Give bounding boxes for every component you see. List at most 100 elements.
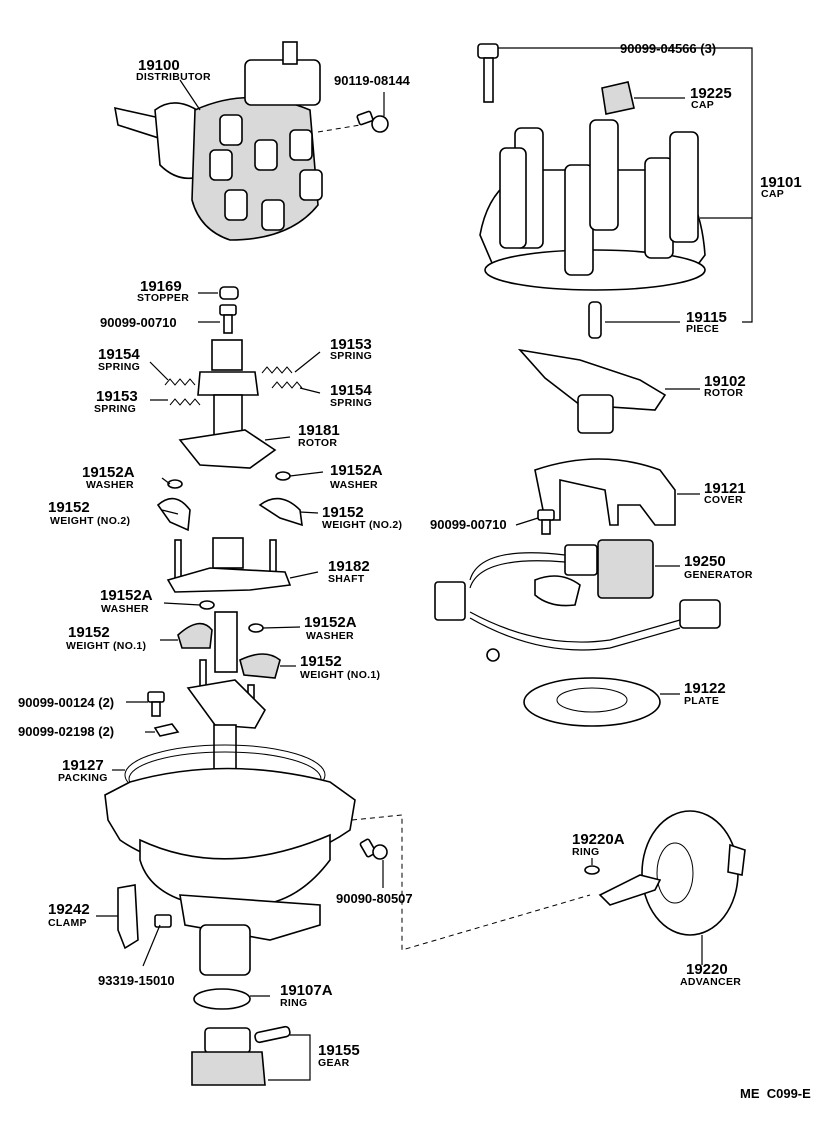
svg-text:19181: 19181 xyxy=(298,422,340,439)
spring-19154-right-drawing xyxy=(271,381,303,389)
screw-90090-80507-drawing xyxy=(359,838,388,860)
weight-no2-right-drawing xyxy=(258,497,303,527)
svg-text:WASHER: WASHER xyxy=(86,479,134,491)
plate-19122-drawing xyxy=(523,677,661,727)
svg-text:19115: 19115 xyxy=(686,309,727,326)
svg-text:WEIGHT (NO.2): WEIGHT (NO.2) xyxy=(322,519,402,531)
svg-text:19152A: 19152A xyxy=(100,587,153,604)
svg-text:19102: 19102 xyxy=(704,373,746,390)
washer-19152A-r3-drawing xyxy=(248,623,264,633)
leader-lines xyxy=(96,47,753,1081)
label-19152A-r3: 19152A WASHER xyxy=(304,614,357,642)
label-19152-r2: 19152 WEIGHT (NO.2) xyxy=(322,504,402,531)
ring-19107A-drawing xyxy=(193,988,251,1010)
label-19101: 19101 CAP xyxy=(760,174,802,200)
label-90119-08144: 90119-08144 xyxy=(334,73,411,88)
svg-text:19152: 19152 xyxy=(300,653,342,670)
label-19155: 19155 GEAR xyxy=(318,1042,360,1069)
label-19152-r1: 19152 WEIGHT (NO.1) xyxy=(300,653,380,681)
spring-19153-right-drawing xyxy=(261,366,293,374)
weight-no1-left-drawing xyxy=(177,622,213,649)
label-19152A-l1: 19152A WASHER xyxy=(82,464,135,491)
gear-19155-drawing xyxy=(191,1025,291,1086)
washer-19152A-l3-drawing xyxy=(199,600,215,610)
svg-text:19122: 19122 xyxy=(684,680,726,697)
stopper-19169-drawing xyxy=(219,286,239,300)
part-labels: 19100 DISTRIBUTOR 90119-08144 90099-0456… xyxy=(18,41,811,1101)
svg-text:19220: 19220 xyxy=(686,961,728,978)
rotor-19102-drawing xyxy=(517,348,667,434)
svg-text:COVER: COVER xyxy=(704,494,743,506)
svg-text:19169: 19169 xyxy=(140,278,182,295)
washer-19152A-l1-drawing xyxy=(167,479,183,489)
svg-text:ROTOR: ROTOR xyxy=(298,437,337,449)
svg-text:RING: RING xyxy=(280,997,307,1009)
label-19225: 19225 CAP xyxy=(690,85,732,111)
washer-19152A-r1-drawing xyxy=(275,471,291,481)
svg-text:19152: 19152 xyxy=(322,504,364,521)
svg-text:19101: 19101 xyxy=(760,174,802,191)
svg-text:SPRING: SPRING xyxy=(330,397,372,409)
label-19102: 19102 ROTOR xyxy=(704,373,746,399)
svg-text:CAP: CAP xyxy=(761,188,784,200)
label-90099-00710a: 90099-00710 xyxy=(100,315,177,330)
distributor-cap-19101-drawing xyxy=(479,119,706,291)
screw-90099-00124-drawing xyxy=(147,691,165,717)
svg-text:RING: RING xyxy=(572,846,599,858)
label-19100: 19100 DISTRIBUTOR xyxy=(136,57,211,83)
label-19122: 19122 PLATE xyxy=(684,680,726,707)
label-19220A: 19220A RING xyxy=(572,831,625,858)
label-19153-right: 19153 SPRING xyxy=(330,336,372,362)
label-93319-15010: 93319-15010 xyxy=(98,973,175,988)
svg-text:19100: 19100 xyxy=(138,57,180,74)
svg-text:WEIGHT (NO.1): WEIGHT (NO.1) xyxy=(66,640,146,652)
advancer-19220-drawing xyxy=(584,810,746,936)
weight-no1-right-drawing xyxy=(239,653,281,679)
svg-text:19153: 19153 xyxy=(96,388,138,405)
washer-90099-02198-drawing xyxy=(153,723,180,737)
svg-text:SPRING: SPRING xyxy=(98,361,140,373)
bolt-93319-15010-drawing xyxy=(154,914,172,928)
svg-text:ROTOR: ROTOR xyxy=(704,387,743,399)
svg-text:19152: 19152 xyxy=(48,499,90,516)
bolt-90099-00710-drawing xyxy=(219,304,237,334)
cap-19225-drawing xyxy=(601,81,635,115)
svg-text:PIECE: PIECE xyxy=(686,323,719,335)
svg-text:19127: 19127 xyxy=(62,757,104,774)
svg-text:ADVANCER: ADVANCER xyxy=(680,976,741,988)
label-19154-right: 19154 SPRING xyxy=(330,382,372,409)
svg-text:19152A: 19152A xyxy=(82,464,135,481)
svg-text:WEIGHT (NO.1): WEIGHT (NO.1) xyxy=(300,669,380,681)
housing-drawing xyxy=(104,744,356,976)
label-19169: 19169 STOPPER xyxy=(137,278,189,304)
rotor-assembly-19181-drawing xyxy=(178,339,277,469)
footer-code: ME C099-E xyxy=(740,1086,811,1101)
svg-text:SHAFT: SHAFT xyxy=(328,573,365,585)
label-19152-l2: 19152 WEIGHT (NO.2) xyxy=(48,499,130,527)
generator-19250-drawing xyxy=(434,539,721,662)
clamp-19242-drawing xyxy=(117,884,139,950)
svg-text:19155: 19155 xyxy=(318,1042,360,1059)
bolt-90099-04566-drawing xyxy=(477,43,499,103)
label-90099-00124: 90099-00124 (2) xyxy=(18,695,114,710)
bolt-90099-00710b-drawing xyxy=(537,509,555,535)
svg-text:19220A: 19220A xyxy=(572,831,625,848)
label-90090-80507: 90090-80507 xyxy=(336,891,413,906)
spring-19154-left-drawing xyxy=(164,378,196,386)
weight-no2-left-drawing xyxy=(156,497,191,532)
svg-text:19154: 19154 xyxy=(98,346,140,363)
svg-text:CLAMP: CLAMP xyxy=(48,917,87,929)
label-19220: 19220 ADVANCER xyxy=(680,961,741,988)
svg-text:PLATE: PLATE xyxy=(684,695,719,707)
svg-text:19182: 19182 xyxy=(328,558,370,575)
svg-text:GENERATOR: GENERATOR xyxy=(684,569,753,581)
svg-text:19121: 19121 xyxy=(704,480,746,497)
svg-text:SPRING: SPRING xyxy=(330,350,372,362)
svg-text:19242: 19242 xyxy=(48,901,90,918)
label-19153-left: 19153 SPRING xyxy=(94,388,138,415)
screw-90119-drawing xyxy=(356,110,389,133)
svg-text:PACKING: PACKING xyxy=(58,772,108,784)
spring-19153-left-drawing xyxy=(169,398,201,406)
label-19127: 19127 PACKING xyxy=(58,757,108,784)
